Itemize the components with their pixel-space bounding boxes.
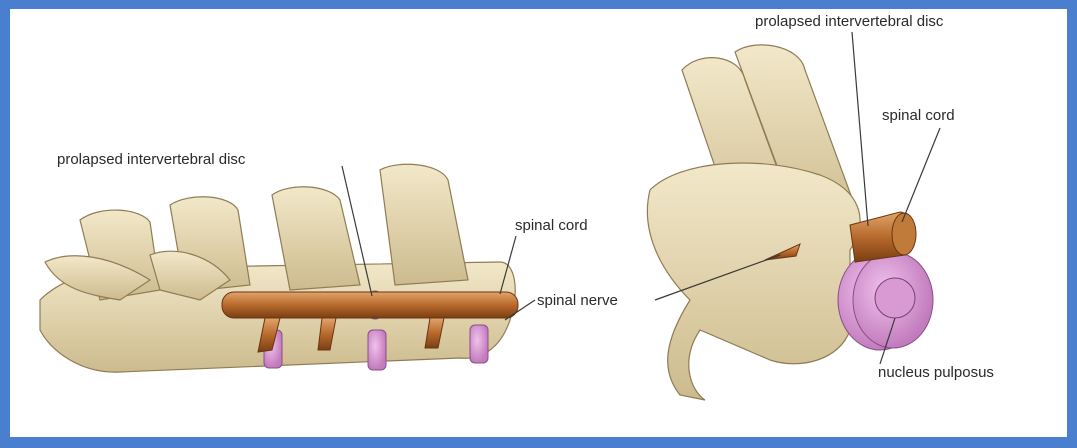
leader-prolapsed-disc-right [852, 32, 868, 226]
disc-segment-3 [470, 325, 488, 363]
label-prolapsed-disc-right: prolapsed intervertebral disc [755, 13, 944, 30]
nucleus-pulposus [875, 278, 915, 318]
left-spine-illustration [40, 164, 518, 372]
leader-spinal-cord-right [902, 128, 940, 222]
label-spinal-nerve: spinal nerve [537, 292, 618, 309]
spinal-cord-left [222, 292, 518, 318]
disc-segment-2 [368, 330, 386, 370]
label-nucleus-pulposus: nucleus pulposus [878, 364, 994, 381]
spinal-cord-end [892, 213, 916, 255]
label-spinal-cord-right: spinal cord [882, 107, 955, 124]
label-prolapsed-disc-left: prolapsed intervertebral disc [57, 151, 246, 168]
right-spine-illustration [647, 45, 933, 400]
spinous-process-4 [380, 164, 468, 285]
right-vertebra-body [647, 163, 860, 400]
label-spinal-cord-left: spinal cord [515, 217, 588, 234]
